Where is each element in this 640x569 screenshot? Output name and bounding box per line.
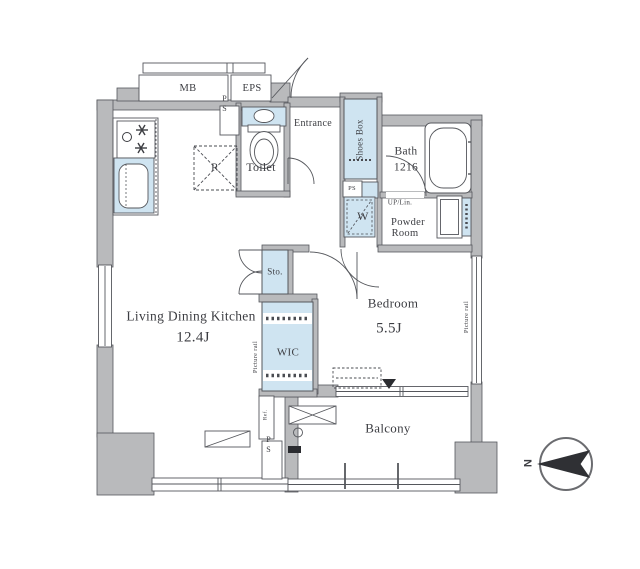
label-bedroom: Bedroom [367,295,419,311]
label-toilet: Toilet [246,160,276,174]
stove-burner-icons [122,124,148,154]
label-shoes-box: Shoes Box [354,119,365,161]
balcony-rail [287,463,461,492]
kitchen-sink [113,157,155,214]
label-washer: W [357,209,369,223]
door-swings [238,57,427,300]
label-up-lin: UP/Lin. [387,198,413,207]
label-ldk: Living Dining Kitchen [126,308,256,324]
storage-closet [261,249,314,392]
vanity-sink [436,195,472,239]
windows [98,255,482,492]
label-picture-rail-bedroom: Picture rail [462,300,470,334]
label-bath: Bath [394,145,418,158]
label-ldk-size: 12.4J [176,329,210,346]
label-balcony: Balcony [365,420,411,436]
hall-shaft-boxes [219,105,379,199]
mb-eps-shaft [138,62,272,102]
washing-machine [343,196,376,238]
label-ps-hall: PS [348,184,356,192]
compass [537,437,593,491]
label-entrance: Entrance [294,118,332,129]
label-powder-2: Room [391,227,419,239]
living-shaft-boxes [204,395,283,480]
bedroom-cabinet [332,367,382,389]
bathtub [424,122,472,194]
label-powder-1: Powder [391,216,425,228]
label-ps-entry: PS [220,94,229,114]
label-picture-rail-living: Picture rail [251,340,259,374]
refrigerator-space [193,145,238,191]
balcony-access-marker [382,379,396,389]
toilet-fixture [241,106,287,169]
label-range: R [211,161,219,174]
label-eps: EPS [242,82,262,94]
label-ref: Ref. [262,409,269,421]
label-ps-living: PS [264,435,273,455]
label-compass-north: N [522,458,535,468]
label-bath-size: 1216 [393,161,419,174]
balcony-equipment [288,405,337,453]
label-bedroom-size: 5.5J [376,320,402,337]
label-wic: WIC [276,346,300,359]
label-sto: Sto. [267,266,283,277]
label-mb: MB [179,82,197,94]
shoes-box-fixture [343,98,378,180]
